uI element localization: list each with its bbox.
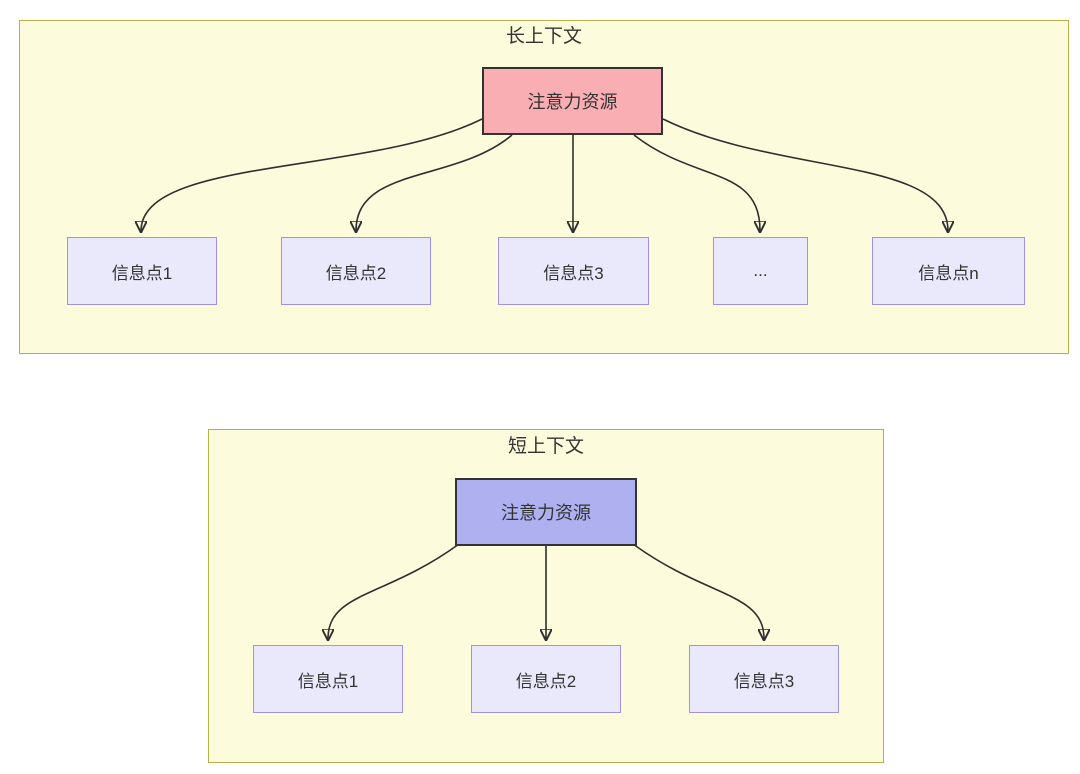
info-box-long-3: 信息点3 [498, 237, 649, 305]
info-box-short-2: 信息点2 [471, 645, 621, 713]
info-box-long-1-label: 信息点1 [111, 263, 173, 283]
info-box-short-1-label: 信息点1 [297, 671, 359, 691]
long-context-title: 长上下文 [505, 26, 582, 47]
info-box-long-2-label: 信息点2 [325, 263, 387, 283]
info-box-long-2: 信息点2 [281, 237, 431, 305]
info-box-long-ellipsis: ... [713, 237, 808, 305]
info-box-short-3-label: 信息点3 [733, 671, 795, 691]
info-box-long-n-label: 信息点n [918, 263, 979, 283]
info-box-short-3: 信息点3 [689, 645, 839, 713]
attention-box-short-label: 注意力资源 [501, 503, 591, 523]
info-box-long-n: 信息点n [872, 237, 1025, 305]
short-context-title: 短上下文 [507, 436, 584, 457]
info-box-long-ellipsis-label: ... [753, 261, 768, 280]
attention-box-long-label: 注意力资源 [527, 92, 618, 112]
attention-box-long: 注意力资源 [482, 67, 663, 135]
attention-box-short: 注意力资源 [455, 478, 637, 546]
info-box-short-2-label: 信息点2 [515, 671, 577, 691]
info-box-long-1: 信息点1 [67, 237, 217, 305]
info-box-long-3-label: 信息点3 [543, 263, 604, 283]
info-box-short-1: 信息点1 [253, 645, 403, 713]
